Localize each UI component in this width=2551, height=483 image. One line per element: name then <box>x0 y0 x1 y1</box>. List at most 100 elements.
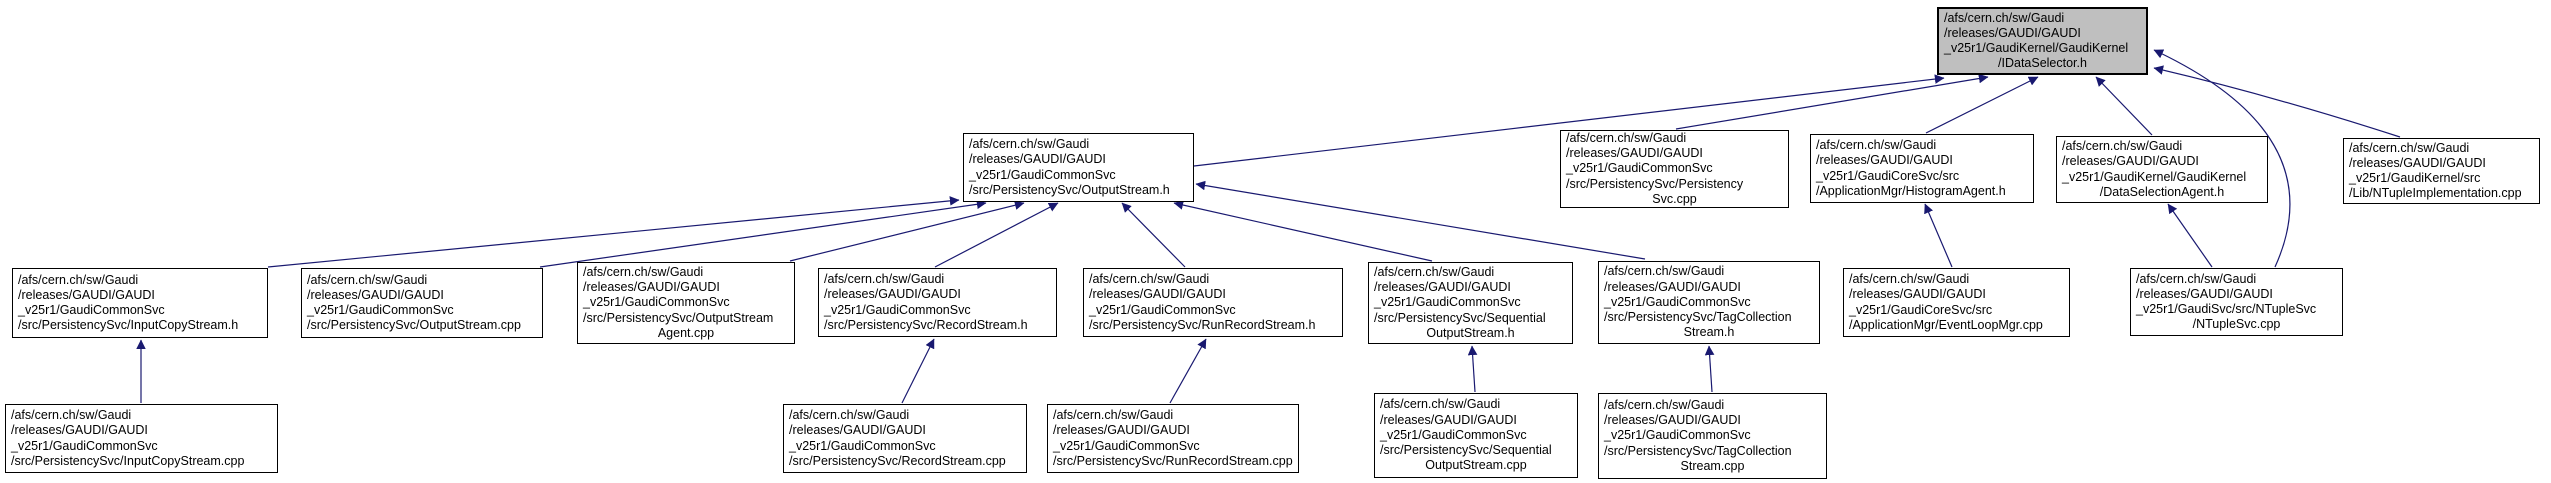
graph-node-recordstream-h[interactable]: /afs/cern.ch/sw/Gaudi/releases/GAUDI/GAU… <box>818 268 1057 337</box>
node-label-line: /src/PersistencySvc/TagCollection <box>1604 443 1792 458</box>
node-label-line: /afs/cern.ch/sw/Gaudi <box>1604 397 1725 412</box>
edge-runrecordstream-h-to-outputstream-h <box>1121 202 1186 268</box>
graph-node-inputcopystream-h[interactable]: /afs/cern.ch/sw/Gaudi/releases/GAUDI/GAU… <box>12 268 268 338</box>
graph-node-ntupleimplementation-cpp[interactable]: /afs/cern.ch/sw/Gaudi/releases/GAUDI/GAU… <box>2343 138 2540 204</box>
node-label-line: /releases/GAUDI/GAUDI <box>789 423 926 438</box>
graph-node-runrecordstream-cpp[interactable]: /afs/cern.ch/sw/Gaudi/releases/GAUDI/GAU… <box>1047 404 1299 473</box>
node-label-line: _v25r1/GaudiCoreSvc/src <box>1816 168 1960 183</box>
node-label-line: _v25r1/GaudiCommonSvc <box>1374 295 1521 310</box>
graph-node-persistencysvc-cpp[interactable]: /afs/cern.ch/sw/Gaudi/releases/GAUDI/GAU… <box>1560 130 1789 208</box>
node-label-line: /afs/cern.ch/sw/Gaudi <box>1053 408 1174 423</box>
edge-recordstream-h-to-outputstream-h <box>934 202 1059 268</box>
graph-node-outputstreamagent-cpp[interactable]: /afs/cern.ch/sw/Gaudi/releases/GAUDI/GAU… <box>577 262 795 344</box>
node-label-line: /src/PersistencySvc/OutputStream.cpp <box>307 318 521 333</box>
node-label-line: /src/PersistencySvc/Sequential <box>1380 443 1552 458</box>
node-label-line: /afs/cern.ch/sw/Gaudi <box>789 408 910 423</box>
node-label-line: /afs/cern.ch/sw/Gaudi <box>2136 271 2257 286</box>
node-label-line: /afs/cern.ch/sw/Gaudi <box>583 265 704 279</box>
edge-outputstreamagent-cpp-to-outputstream-h <box>789 200 1025 262</box>
edge-recordstream-cpp-to-recordstream-h <box>901 338 935 404</box>
node-label-line: /NTupleSvc.cpp <box>2192 317 2281 332</box>
node-label-line: /releases/GAUDI/GAUDI <box>1566 146 1703 161</box>
edge-inputcopystream-h-to-outputstream-h <box>267 196 960 268</box>
node-label-line: _v25r1/GaudiCommonSvc <box>969 167 1116 182</box>
graph-node-ntuplesvc-cpp[interactable]: /afs/cern.ch/sw/Gaudi/releases/GAUDI/GAU… <box>2130 268 2343 336</box>
edge-histogramagent-h-to-idataselector-h <box>1925 76 2039 134</box>
graph-node-tagcollectionstream-cpp[interactable]: /afs/cern.ch/sw/Gaudi/releases/GAUDI/GAU… <box>1598 393 1827 479</box>
node-label-line: _v25r1/GaudiCommonSvc <box>1089 302 1236 317</box>
node-label-line: /releases/GAUDI/GAUDI <box>2136 286 2273 301</box>
node-label-line: _v25r1/GaudiCommonSvc <box>1604 294 1751 309</box>
node-label-line: /Lib/NTupleImplementation.cpp <box>2349 186 2522 201</box>
edge-outputstream-cpp-to-outputstream-h <box>539 199 987 268</box>
edge-dataselectionagent-h-to-idataselector-h <box>2095 76 2153 136</box>
node-label-line: /afs/cern.ch/sw/Gaudi <box>1849 272 1970 287</box>
node-label-line: /src/PersistencySvc/InputCopyStream.cpp <box>11 453 245 468</box>
node-label-line: /afs/cern.ch/sw/Gaudi <box>1089 272 1210 287</box>
node-label-line: _v25r1/GaudiCommonSvc <box>789 438 936 453</box>
node-label-line: /src/PersistencySvc/OutputStream <box>583 310 774 325</box>
edge-ntuplesvc-cpp-to-dataselectionagent-h <box>2167 203 2213 268</box>
edge-runrecordstream-cpp-to-runrecordstream-h <box>1169 338 1207 404</box>
node-label-line: _v25r1/GaudiCommonSvc <box>18 303 165 317</box>
edge-sequentialoutputstream-cpp-to-sequentialoutputstream-h <box>1467 345 1478 393</box>
node-label-line: /afs/cern.ch/sw/Gaudi <box>1374 265 1495 279</box>
node-label-line: /ApplicationMgr/HistogramAgent.h <box>1816 183 2006 198</box>
node-label-line: /src/PersistencySvc/RunRecordStream.h <box>1089 317 1316 332</box>
node-label-line: /releases/GAUDI/GAUDI <box>307 287 444 302</box>
node-label-line: /afs/cern.ch/sw/Gaudi <box>1944 10 2065 25</box>
node-label-line: /releases/GAUDI/GAUDI <box>1604 279 1741 294</box>
node-label-line: /releases/GAUDI/GAUDI <box>1816 153 1953 168</box>
node-label-line: /ApplicationMgr/EventLoopMgr.cpp <box>1849 317 2043 332</box>
node-label-line: /releases/GAUDI/GAUDI <box>11 423 148 438</box>
node-label-line: /releases/GAUDI/GAUDI <box>583 280 720 295</box>
edge-outputstream-h-to-idataselector-h <box>1193 74 1945 167</box>
node-label-line: /afs/cern.ch/sw/Gaudi <box>1816 138 1937 153</box>
graph-node-sequentialoutputstream-cpp[interactable]: /afs/cern.ch/sw/Gaudi/releases/GAUDI/GAU… <box>1374 393 1578 478</box>
node-label-line: /src/PersistencySvc/RunRecordStream.cpp <box>1053 453 1293 468</box>
edge-sequentialoutputstream-h-to-outputstream-h <box>1173 200 1433 262</box>
node-label-line: /src/PersistencySvc/Sequential <box>1374 310 1546 325</box>
node-label-line: /releases/GAUDI/GAUDI <box>1374 280 1511 295</box>
node-label-line: /releases/GAUDI/GAUDI <box>1604 413 1741 428</box>
graph-node-idataselector-h: /afs/cern.ch/sw/Gaudi/releases/GAUDI/GAU… <box>1937 7 2148 75</box>
node-label-line: /releases/GAUDI/GAUDI <box>1053 423 1190 438</box>
node-label-line: /afs/cern.ch/sw/Gaudi <box>2062 139 2183 154</box>
graph-node-runrecordstream-h[interactable]: /afs/cern.ch/sw/Gaudi/releases/GAUDI/GAU… <box>1083 268 1343 337</box>
node-label-line: /DataSelectionAgent.h <box>2099 184 2225 199</box>
node-label-line: _v25r1/GaudiSvc/src/NTupleSvc <box>2136 302 2317 316</box>
graph-node-inputcopystream-cpp[interactable]: /afs/cern.ch/sw/Gaudi/releases/GAUDI/GAU… <box>5 404 278 473</box>
node-label-line: /src/PersistencySvc/RecordStream.h <box>824 317 1028 332</box>
graph-node-dataselectionagent-h[interactable]: /afs/cern.ch/sw/Gaudi/releases/GAUDI/GAU… <box>2056 136 2268 203</box>
node-label-line: /afs/cern.ch/sw/Gaudi <box>2349 140 2470 155</box>
node-label-line: /src/PersistencySvc/InputCopyStream.h <box>18 318 239 333</box>
node-label-line: /afs/cern.ch/sw/Gaudi <box>1566 131 1687 145</box>
node-label-line: Svc.cpp <box>1652 191 1697 206</box>
node-label-line: /releases/GAUDI/GAUDI <box>1089 287 1226 302</box>
node-label-line: /afs/cern.ch/sw/Gaudi <box>1604 264 1725 279</box>
node-label-line: Stream.h <box>1683 325 1735 340</box>
edge-ntupleimplementation-cpp-to-idataselector-h <box>2153 65 2401 138</box>
node-label-line: /afs/cern.ch/sw/Gaudi <box>969 137 1090 152</box>
node-label-line: _v25r1/GaudiKernel/src <box>2349 171 2481 185</box>
node-label-line: /releases/GAUDI/GAUDI <box>1380 412 1517 427</box>
node-label-line: /afs/cern.ch/sw/Gaudi <box>824 272 945 287</box>
node-label-line: /afs/cern.ch/sw/Gaudi <box>11 408 132 423</box>
node-label-line: /src/PersistencySvc/TagCollection <box>1604 310 1792 325</box>
node-label-line: _v25r1/GaudiCommonSvc <box>583 295 730 310</box>
node-label-line: _v25r1/GaudiCommonSvc <box>1566 161 1713 176</box>
graph-node-sequentialoutputstream-h[interactable]: /afs/cern.ch/sw/Gaudi/releases/GAUDI/GAU… <box>1368 262 1573 344</box>
node-label-line: Agent.cpp <box>657 325 715 340</box>
node-label-line: /releases/GAUDI/GAUDI <box>969 152 1106 167</box>
graph-node-outputstream-h[interactable]: /afs/cern.ch/sw/Gaudi/releases/GAUDI/GAU… <box>963 133 1194 202</box>
graph-node-histogramagent-h[interactable]: /afs/cern.ch/sw/Gaudi/releases/GAUDI/GAU… <box>1810 134 2034 203</box>
graph-node-outputstream-cpp[interactable]: /afs/cern.ch/sw/Gaudi/releases/GAUDI/GAU… <box>301 268 543 338</box>
graph-node-tagcollectionstream-h[interactable]: /afs/cern.ch/sw/Gaudi/releases/GAUDI/GAU… <box>1598 261 1820 344</box>
node-label-line: /releases/GAUDI/GAUDI <box>2349 155 2486 170</box>
node-label-line: _v25r1/GaudiCommonSvc <box>11 438 158 453</box>
graph-node-recordstream-cpp[interactable]: /afs/cern.ch/sw/Gaudi/releases/GAUDI/GAU… <box>783 404 1027 473</box>
node-label-line: /src/PersistencySvc/OutputStream.h <box>969 182 1170 197</box>
graph-node-eventloopmgr-cpp[interactable]: /afs/cern.ch/sw/Gaudi/releases/GAUDI/GAU… <box>1843 268 2070 337</box>
